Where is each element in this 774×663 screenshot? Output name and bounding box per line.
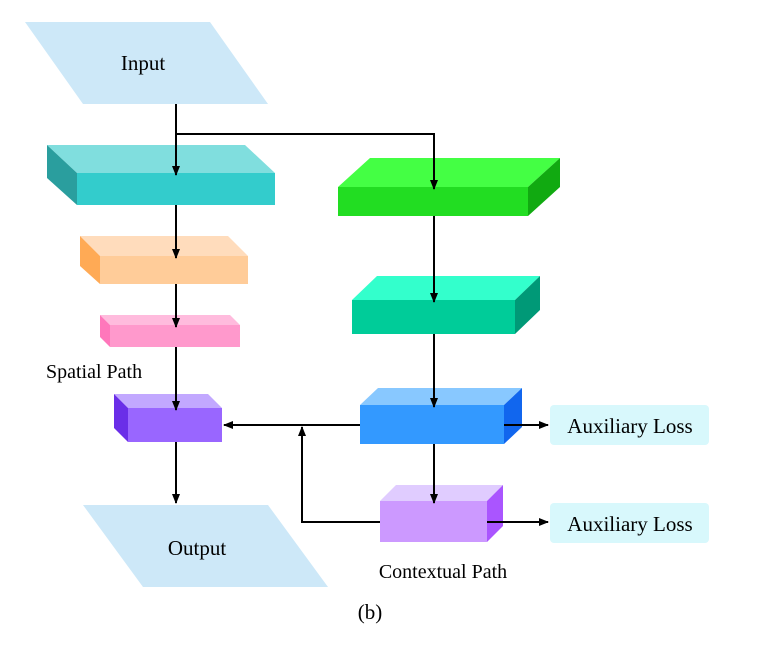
aux-loss-box-2: Auxiliary Loss [550,503,709,543]
spatial-path-label: Spatial Path [46,361,142,383]
output-label: Output [168,536,227,560]
figure-caption: (b) [358,600,383,624]
spatial-block-2 [80,236,248,284]
aux-loss-label-2: Auxiliary Loss [567,512,692,536]
spatial-block-1 [47,145,275,205]
aux-loss-box-1: Auxiliary Loss [550,405,709,445]
arrow-input-to-context1 [176,133,438,190]
contextual-path-label: Contextual Path [379,561,507,583]
arrow-context4-to-merge [298,426,380,523]
context-block-2 [352,276,540,334]
input-label: Input [121,51,165,75]
context-block-1 [338,158,560,216]
fusion-block [114,394,222,442]
output-node: Output [83,505,328,587]
spatial-block-3 [100,315,240,347]
context-block-4 [380,485,503,542]
input-node: Input [25,22,268,104]
context-block-3 [360,388,522,444]
aux-loss-label-1: Auxiliary Loss [567,414,692,438]
connectors [172,104,549,526]
